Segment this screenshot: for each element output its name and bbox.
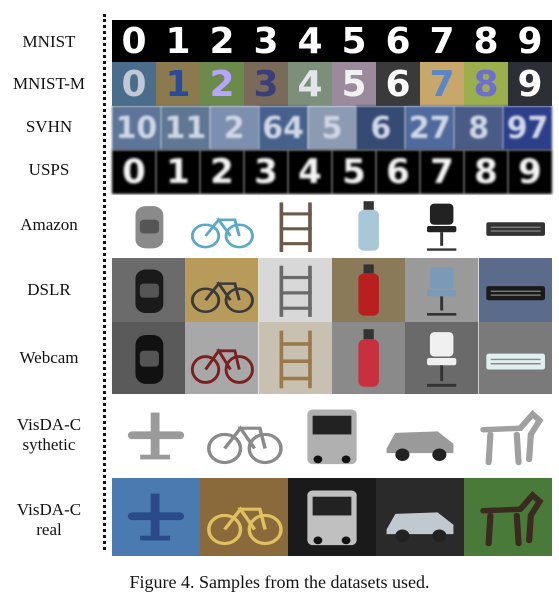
digit-sample: 5 xyxy=(332,62,376,106)
label-line1: VisDA-C xyxy=(16,500,82,519)
digit-sample: 5 xyxy=(332,20,376,63)
digit-sample: 1 xyxy=(156,150,200,194)
label-line1: VisDA-C xyxy=(16,415,82,434)
sample-image-bus xyxy=(288,478,376,556)
sample-image-chair xyxy=(405,195,479,257)
digit-sample: 2 xyxy=(200,62,244,106)
digit-sample: 11 xyxy=(160,106,210,150)
label-line2: real xyxy=(36,520,62,539)
row-label-dslr: DSLR xyxy=(0,260,98,320)
sample-image-backpack xyxy=(112,322,186,394)
sample-image-bottle xyxy=(331,322,406,394)
digit-sample: 9 xyxy=(508,150,552,194)
digit-sample: 97 xyxy=(503,106,553,150)
sample-image-horse xyxy=(464,478,552,556)
visda-real-samples xyxy=(112,478,552,556)
sample-image-horse xyxy=(464,397,552,475)
digit-sample: 6 xyxy=(376,150,420,194)
sample-image-keyboard xyxy=(478,258,552,322)
digit-sample: 3 xyxy=(244,150,288,194)
row-label-mnist-m: MNIST-M xyxy=(0,64,98,104)
sample-image-keyboard xyxy=(478,322,552,394)
digit-sample: 7 xyxy=(420,20,464,63)
sample-image-backpack xyxy=(112,195,186,257)
sample-image-shelf xyxy=(258,322,332,394)
label-text: USPS xyxy=(28,160,70,179)
label-text: MNIST-M xyxy=(12,74,86,93)
sample-image-chair xyxy=(405,258,479,322)
digit-sample: 0 xyxy=(112,62,156,106)
label-text: SVHN xyxy=(25,117,73,136)
sample-image-car xyxy=(376,397,464,475)
digit-sample: 2 xyxy=(200,150,244,194)
sample-image-bicycle xyxy=(185,195,259,257)
digit-sample: 7 xyxy=(420,62,464,106)
row-label-visda-synthetic: VisDA-C sythetic xyxy=(0,400,98,470)
sample-image-shelf xyxy=(258,195,332,257)
sample-image-airplane xyxy=(112,478,200,556)
label-line2: sythetic xyxy=(22,435,76,454)
digit-sample: 10 xyxy=(112,106,161,150)
sample-image-airplane xyxy=(112,397,200,475)
digit-sample: 6 xyxy=(356,106,406,150)
digit-sample: 2 xyxy=(209,106,259,150)
digit-sample: 9 xyxy=(508,20,552,63)
label-text: Amazon xyxy=(20,215,78,234)
digit-sample: 4 xyxy=(288,20,332,63)
label-text: MNIST xyxy=(22,32,76,51)
digit-sample: 9 xyxy=(508,62,552,106)
row-label-svhn: SVHN xyxy=(0,107,98,147)
digit-sample: 0 xyxy=(112,150,156,194)
digit-sample: 7 xyxy=(420,150,464,194)
digit-sample: 6 xyxy=(376,62,420,106)
digit-sample: 5 xyxy=(332,150,376,194)
digit-sample: 1 xyxy=(156,62,200,106)
digit-sample: 5 xyxy=(307,106,357,150)
dslr-samples xyxy=(112,258,552,322)
sample-image-backpack xyxy=(112,258,186,322)
figure-caption: Figure 4. Samples from the datasets used… xyxy=(129,572,430,592)
label-text: DSLR xyxy=(27,280,71,299)
sample-image-chair xyxy=(405,322,479,394)
row-label-usps: USPS xyxy=(0,150,98,190)
digit-sample: 6 xyxy=(376,20,420,63)
digit-sample: 3 xyxy=(244,62,288,106)
visda-synthetic-samples xyxy=(112,397,552,475)
digit-sample: 8 xyxy=(454,106,504,150)
label-text: Webcam xyxy=(19,347,79,367)
sample-image-bus xyxy=(288,397,376,475)
row-label-webcam: Webcam xyxy=(0,325,98,390)
digit-sample: 3 xyxy=(244,20,288,63)
digit-sample: 64 xyxy=(258,106,308,150)
digit-sample: 8 xyxy=(464,20,508,63)
webcam-samples xyxy=(112,322,552,394)
digit-sample: 8 xyxy=(464,62,508,106)
digit-sample: 0 xyxy=(112,20,156,63)
sample-image-bicycle xyxy=(200,478,288,556)
sample-image-bicycle xyxy=(185,258,259,322)
amazon-samples xyxy=(112,195,552,257)
sample-image-bicycle xyxy=(200,397,288,475)
sample-image-shelf xyxy=(258,258,332,322)
row-label-mnist: MNIST xyxy=(0,22,98,62)
digit-sample: 2 xyxy=(200,20,244,63)
dotted-separator xyxy=(103,14,106,550)
row-label-visda-real: VisDA-C real xyxy=(0,485,98,555)
sample-image-car xyxy=(376,478,464,556)
sample-image-bottle xyxy=(331,258,406,322)
digit-sample: 1 xyxy=(156,20,200,63)
sample-image-bicycle xyxy=(185,322,259,394)
digit-sample: 4 xyxy=(288,150,332,194)
row-label-amazon: Amazon xyxy=(0,195,98,255)
sample-image-keyboard xyxy=(478,195,552,257)
digit-sample: 27 xyxy=(405,106,455,150)
digit-sample: 4 xyxy=(288,62,332,106)
digit-sample: 8 xyxy=(464,150,508,194)
sample-image-bottle xyxy=(331,195,406,257)
